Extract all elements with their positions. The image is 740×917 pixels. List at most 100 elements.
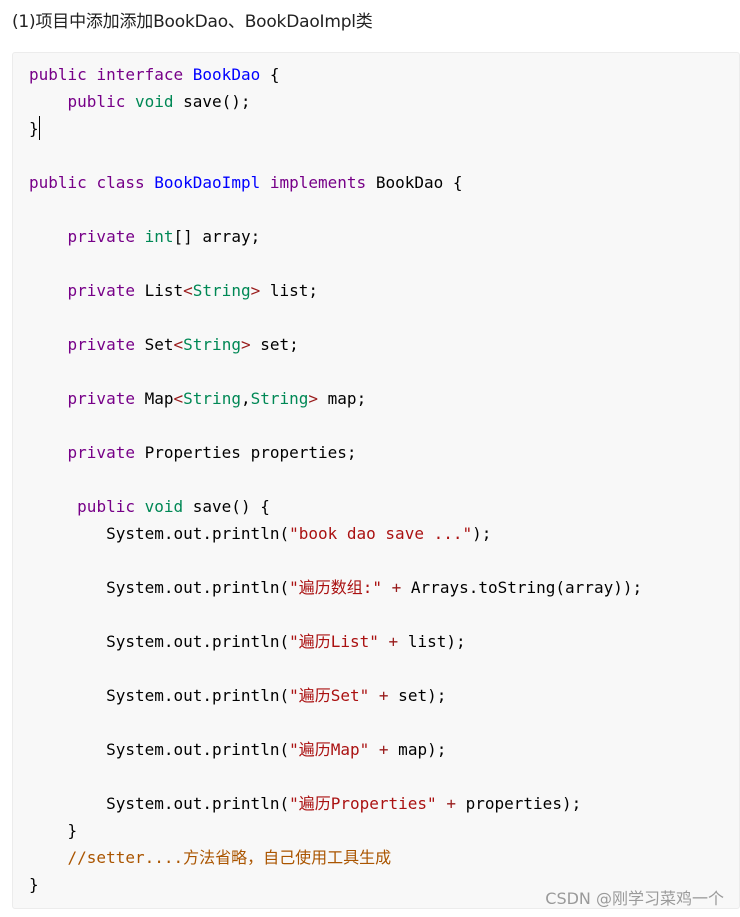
comma: , <box>240 389 251 408</box>
text-caret <box>38 116 40 140</box>
code-line-22: System.out.println("遍历List" + list); <box>29 628 642 655</box>
method-decl: save() { <box>183 497 270 516</box>
csdn-watermark: CSDN @刚学习菜鸡一个 <box>545 889 724 908</box>
code-line-17: public void save() { <box>29 493 642 520</box>
code-line-26: System.out.println("遍历Map" + map); <box>29 736 642 763</box>
code-line-blank <box>29 547 642 574</box>
code-line-3: } <box>29 115 642 142</box>
code-content: public interface BookDao { public void s… <box>29 61 642 898</box>
println-call: System.out.println( <box>106 740 290 759</box>
type-name: List <box>144 281 184 300</box>
kw-string: String <box>250 389 309 408</box>
method-decl: save(); <box>173 92 251 111</box>
call-tail: set); <box>388 686 447 705</box>
kw-public: public <box>29 65 87 84</box>
code-line-blank <box>29 304 642 331</box>
brace: } <box>67 821 78 840</box>
call-tail: map); <box>388 740 447 759</box>
kw-string: String <box>183 389 241 408</box>
code-line-blank <box>29 466 642 493</box>
code-line-blank <box>29 196 642 223</box>
code-line-9: private List<String> list; <box>29 277 642 304</box>
println-call: System.out.println( <box>106 578 290 597</box>
println-call: System.out.println( <box>106 632 290 651</box>
code-line-29: } <box>29 817 642 844</box>
kw-interface: interface <box>96 65 184 84</box>
code-line-31: } <box>29 871 642 898</box>
brace: } <box>29 119 39 138</box>
operator-plus: + <box>378 740 389 759</box>
operator-plus: + <box>446 794 456 813</box>
operator-plus: + <box>388 632 399 651</box>
call-tail: properties); <box>455 794 582 813</box>
code-line-blank <box>29 358 642 385</box>
generic-close: > <box>240 335 251 354</box>
kw-int: int <box>144 227 174 246</box>
code-line-20: System.out.println("遍历数组:" + Arrays.toSt… <box>29 574 642 601</box>
generic-open: < <box>183 281 193 300</box>
type-name: Map <box>144 389 174 408</box>
code-line-28: System.out.println("遍历Properties" + prop… <box>29 790 642 817</box>
code-line-blank <box>29 601 642 628</box>
operator-plus: + <box>391 578 402 597</box>
kw-void: void <box>134 92 174 111</box>
code-line-18: System.out.println("book dao save ..."); <box>29 520 642 547</box>
string-literal: "遍历Properties" <box>289 794 437 813</box>
code-line-11: private Set<String> set; <box>29 331 642 358</box>
kw-class: class <box>96 173 145 192</box>
string-literal: "遍历Map" <box>289 740 370 759</box>
interface-name: BookDao <box>192 65 261 84</box>
call-tail: list); <box>398 632 466 651</box>
println-call: System.out.println( <box>106 794 290 813</box>
kw-string: String <box>192 281 251 300</box>
string-literal: "遍历Set" <box>289 686 370 705</box>
generic-open: < <box>173 335 184 354</box>
brace: { <box>443 173 463 192</box>
kw-private: private <box>67 281 135 300</box>
code-line-blank <box>29 763 642 790</box>
code-line-1: public interface BookDao { <box>29 61 642 88</box>
kw-private: private <box>67 227 135 246</box>
generic-close: > <box>250 281 261 300</box>
code-line-5: public class BookDaoImpl implements Book… <box>29 169 642 196</box>
section-heading: (1)项目中添加添加BookDao、BookDaoImpl类 <box>12 12 373 32</box>
generic-open: < <box>173 389 184 408</box>
code-line-2: public void save(); <box>29 88 642 115</box>
kw-private: private <box>67 443 135 462</box>
println-call: System.out.println( <box>106 686 290 705</box>
kw-implements: implements <box>269 173 367 192</box>
code-line-30: //setter....方法省略，自己使用工具生成 <box>29 844 642 871</box>
field-decl: Properties properties; <box>144 443 357 462</box>
kw-string: String <box>183 335 241 354</box>
string-literal: "book dao save ..." <box>289 524 473 543</box>
class-name: BookDaoImpl <box>154 173 261 192</box>
code-line-13: private Map<String,String> map; <box>29 385 642 412</box>
type-name: Set <box>144 335 174 354</box>
kw-public: public <box>77 497 135 516</box>
operator-plus: + <box>378 686 389 705</box>
field-decl: map; <box>318 389 367 408</box>
kw-void: void <box>144 497 184 516</box>
code-line-blank <box>29 655 642 682</box>
code-block <box>12 52 740 909</box>
brace: } <box>29 875 39 894</box>
field-decl: list; <box>260 281 319 300</box>
code-line-24: System.out.println("遍历Set" + set); <box>29 682 642 709</box>
code-line-blank <box>29 412 642 439</box>
kw-public: public <box>67 92 126 111</box>
string-literal: "遍历数组:" <box>289 578 382 597</box>
brace: { <box>260 65 280 84</box>
call-tail: Arrays.toString(array)); <box>401 578 643 597</box>
field-decl: [] array; <box>173 227 261 246</box>
code-line-15: private Properties properties; <box>29 439 642 466</box>
code-line-blank <box>29 709 642 736</box>
call-tail: ); <box>472 524 492 543</box>
code-comment: //setter....方法省略，自己使用工具生成 <box>67 848 392 867</box>
kw-private: private <box>67 389 135 408</box>
code-line-blank <box>29 250 642 277</box>
code-line-blank <box>29 142 642 169</box>
code-line-7: private int[] array; <box>29 223 642 250</box>
kw-public: public <box>29 173 87 192</box>
type-name: BookDao <box>375 173 444 192</box>
field-decl: set; <box>250 335 299 354</box>
